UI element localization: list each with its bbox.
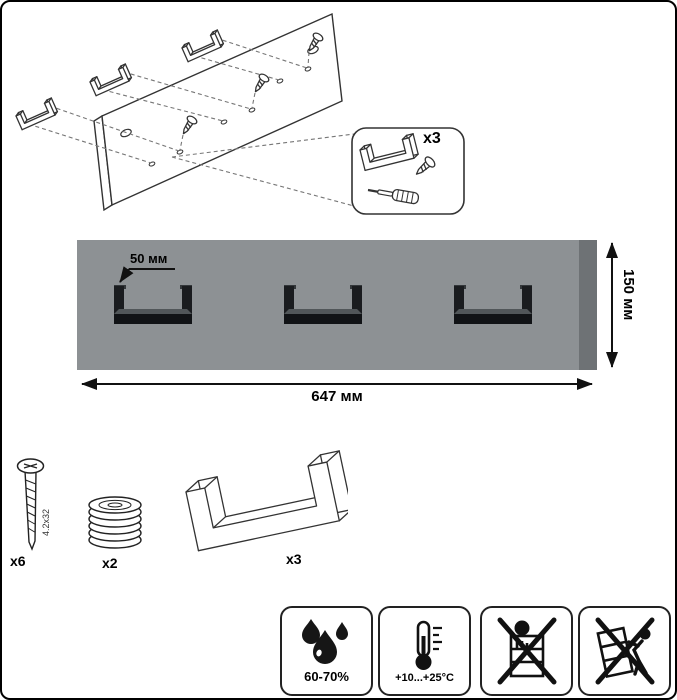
care-box-temperature: +10...+25°C <box>378 606 471 696</box>
wall-hook <box>114 285 192 324</box>
hook-part <box>88 63 133 96</box>
thermometer-icon <box>415 620 442 670</box>
temperature-range-label: +10...+25°C <box>395 671 454 684</box>
wall-board <box>93 12 343 212</box>
exploded-assembly-diagram <box>14 12 465 215</box>
height-dimension-label: 150 мм <box>620 269 637 321</box>
front-hooks-overlay <box>114 266 532 324</box>
offset-dimension-pointer <box>119 266 175 283</box>
height-dimension-arrow <box>606 242 618 368</box>
no-climbing-icon <box>497 617 556 685</box>
detail-callout-box <box>351 127 465 215</box>
hook-bracket-icon <box>183 450 348 552</box>
front-panel-side-face <box>579 240 597 370</box>
care-box-no-pushing <box>578 606 671 696</box>
washer-count-label: x2 <box>102 555 118 571</box>
humidity-range-label: 60-70% <box>304 669 349 684</box>
width-dimension-arrow <box>81 378 593 390</box>
assembly-guide-lines <box>21 37 355 207</box>
hook-part <box>180 29 225 62</box>
callout-count-label: x3 <box>423 130 441 147</box>
hook-count-label: x3 <box>286 551 302 567</box>
care-box-humidity: 60-70% <box>280 606 373 696</box>
screw-count-label: x6 <box>10 553 26 569</box>
hook-part <box>14 97 59 130</box>
screw-icon <box>16 458 45 551</box>
wall-hook <box>284 285 362 324</box>
washer-stack-icon <box>88 496 142 549</box>
no-pushing-icon <box>595 617 654 685</box>
front-panel <box>77 240 597 370</box>
screw-size-label: 4.2x32 <box>41 508 51 536</box>
width-dimension-label: 647 мм <box>311 388 363 405</box>
screwdriver-icon <box>367 188 420 205</box>
wall-hook <box>454 285 532 324</box>
care-box-no-climbing <box>480 606 573 696</box>
humidity-drops-icon <box>301 619 348 664</box>
offset-dimension-label: 50 мм <box>130 251 168 266</box>
